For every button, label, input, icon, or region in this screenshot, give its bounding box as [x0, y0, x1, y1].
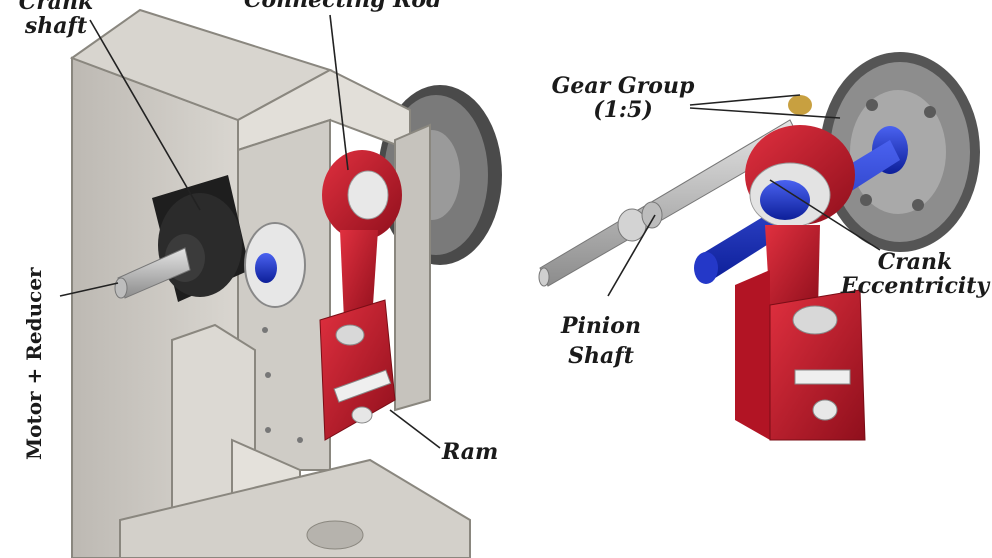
left-connecting-rod: [322, 150, 402, 320]
left-base-table: [119, 458, 471, 558]
label-gear-group-line2: (1:5): [593, 97, 653, 124]
left-crank-disc: [244, 222, 306, 308]
right-crank-eccentric: [745, 125, 855, 310]
motor-reducer: [114, 175, 250, 302]
right-large-gear: [820, 52, 980, 252]
label-gear-group: Gear Group (1:5): [548, 73, 698, 124]
right-ram: [735, 270, 866, 441]
left-ram: [319, 299, 396, 441]
left-press-view: [69, 8, 502, 558]
right-mechanism-view: [538, 52, 980, 441]
right-pinion-shaft: [538, 95, 812, 287]
label-gear-group-line1: Gear Group: [551, 73, 695, 99]
label-pinion-line1: Pinion: [561, 313, 641, 339]
label-pinion-shaft: Pinion Shaft: [546, 313, 656, 370]
right-leader-lines: [607, 94, 881, 297]
label-motor-reducer: Motor + Reducer: [22, 267, 46, 460]
label-ram: Ram: [442, 439, 499, 465]
label-crank-eccentricity: Crank Eccentricity: [840, 249, 990, 300]
left-leader-lines: [59, 14, 441, 449]
label-pinion-line2: Shaft: [568, 343, 634, 370]
left-right-column: [394, 123, 431, 412]
label-crank-line2: Eccentricity: [840, 273, 990, 300]
label-crank-shaft-line2: shaft: [24, 13, 88, 40]
label-crank-line1: Crank: [877, 249, 953, 275]
label-connecting-rod: Connecting Rod: [244, 0, 442, 13]
label-crank-shaft: Crank shaft: [16, 0, 96, 38]
label-crank-shaft-line1: Crank: [18, 0, 94, 15]
